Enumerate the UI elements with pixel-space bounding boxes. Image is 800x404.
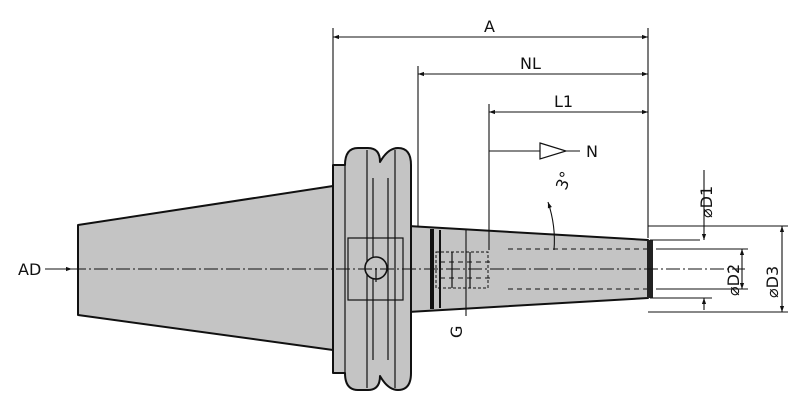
n-label: N bbox=[586, 142, 598, 161]
angle-label: 3° bbox=[552, 169, 576, 193]
angle-arc bbox=[547, 201, 555, 251]
set-screw-detail bbox=[435, 251, 489, 289]
n-arrow-head bbox=[539, 142, 569, 160]
dim-d3-label: ⌀D3 bbox=[763, 266, 782, 298]
dim-l1-label: L1 bbox=[554, 92, 573, 111]
dim-a-label: A bbox=[484, 17, 495, 36]
g-label: G bbox=[447, 326, 466, 338]
dim-nl-label: NL bbox=[520, 54, 541, 73]
dim-d2-label: ⌀D2 bbox=[724, 264, 743, 296]
ad-label: AD bbox=[18, 260, 41, 279]
dim-d1-label: ⌀D1 bbox=[697, 186, 716, 218]
shank-taper bbox=[77, 185, 334, 351]
